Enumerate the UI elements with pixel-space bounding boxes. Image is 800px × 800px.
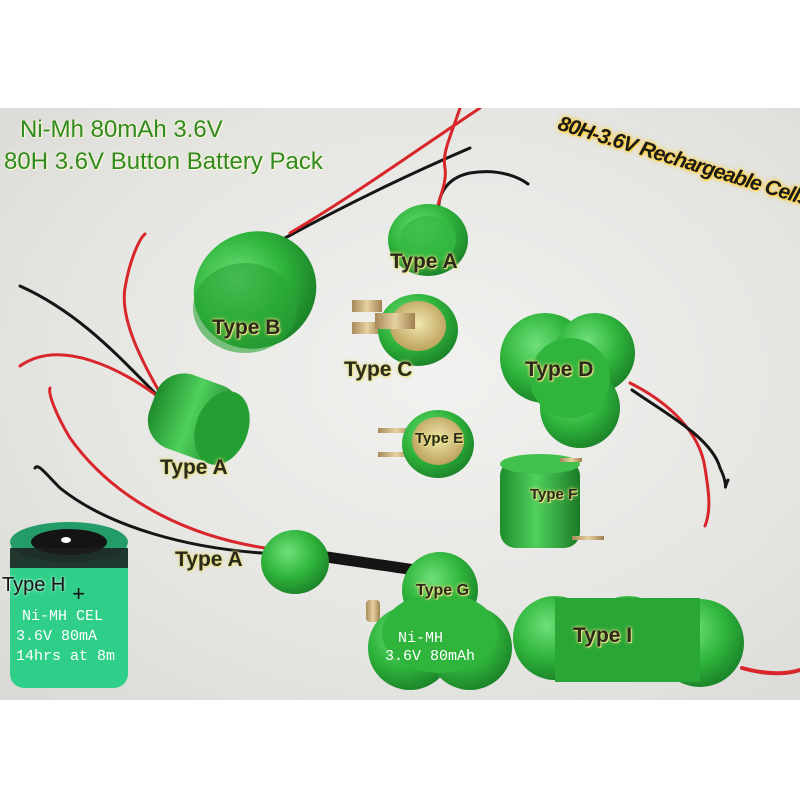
label-type-f: Type F xyxy=(530,486,578,503)
battery-type-i xyxy=(513,596,744,687)
label-type-i: Type I xyxy=(573,624,633,647)
battery-type-c xyxy=(352,294,458,366)
label-type-b: Type B xyxy=(212,316,281,339)
print-type-h-line2: 3.6V 80mA xyxy=(16,628,98,645)
wire-red-type-a-left2 xyxy=(18,353,162,400)
label-type-g: Type G xyxy=(416,582,470,599)
wire-group xyxy=(18,108,800,676)
label-type-a-bottom: Type A xyxy=(175,548,243,571)
wire-red-type-a-left xyxy=(122,232,162,395)
headline: Ni-Mh 80mAh 3.6V 80H 3.6V Button Battery… xyxy=(0,108,800,188)
product-photo: Type A Type B Type C Type D Type A Type … xyxy=(0,108,800,700)
print-type-g-line1: Ni-MH xyxy=(398,630,444,647)
print-type-h-plus: + xyxy=(72,583,86,608)
battery-type-g xyxy=(366,552,512,690)
wire-black-link-g xyxy=(314,550,421,576)
wire-red-type-d xyxy=(628,381,711,528)
wire-black-type-a-bottom xyxy=(33,465,264,555)
label-type-d: Type D xyxy=(525,358,594,381)
battery-type-b xyxy=(193,231,317,353)
label-type-h: Type H xyxy=(2,574,66,596)
label-type-a-left: Type A xyxy=(160,456,228,479)
battery-type-a-bottom xyxy=(261,530,329,594)
headline-line-2: 80H 3.6V Button Battery Pack xyxy=(4,148,323,175)
print-type-h-line3: 14hrs at 8m xyxy=(16,648,116,665)
battery-type-h xyxy=(10,522,128,688)
battery-scene xyxy=(10,108,800,690)
battery-type-a-top xyxy=(388,204,468,276)
headline-line-1: Ni-Mh 80mAh 3.6V xyxy=(20,116,223,143)
battery-type-e xyxy=(378,410,474,478)
battery-type-a-left xyxy=(147,373,250,465)
battery-type-d xyxy=(500,313,635,448)
wire-red-type-b xyxy=(288,108,482,235)
label-type-c: Type C xyxy=(344,358,413,381)
wire-black-type-d xyxy=(630,388,730,489)
wire-red-type-a-bottom xyxy=(48,386,267,550)
battery-type-f xyxy=(500,454,604,548)
wire-red-type-i xyxy=(740,666,800,676)
print-type-h-line1: Ni-MH CEL xyxy=(22,608,104,625)
print-type-g-line2: 3.6V 80mAh xyxy=(385,648,476,665)
wire-black-type-a-left xyxy=(18,284,157,395)
label-type-a-top: Type A xyxy=(390,250,458,273)
label-type-e: Type E xyxy=(415,430,464,447)
